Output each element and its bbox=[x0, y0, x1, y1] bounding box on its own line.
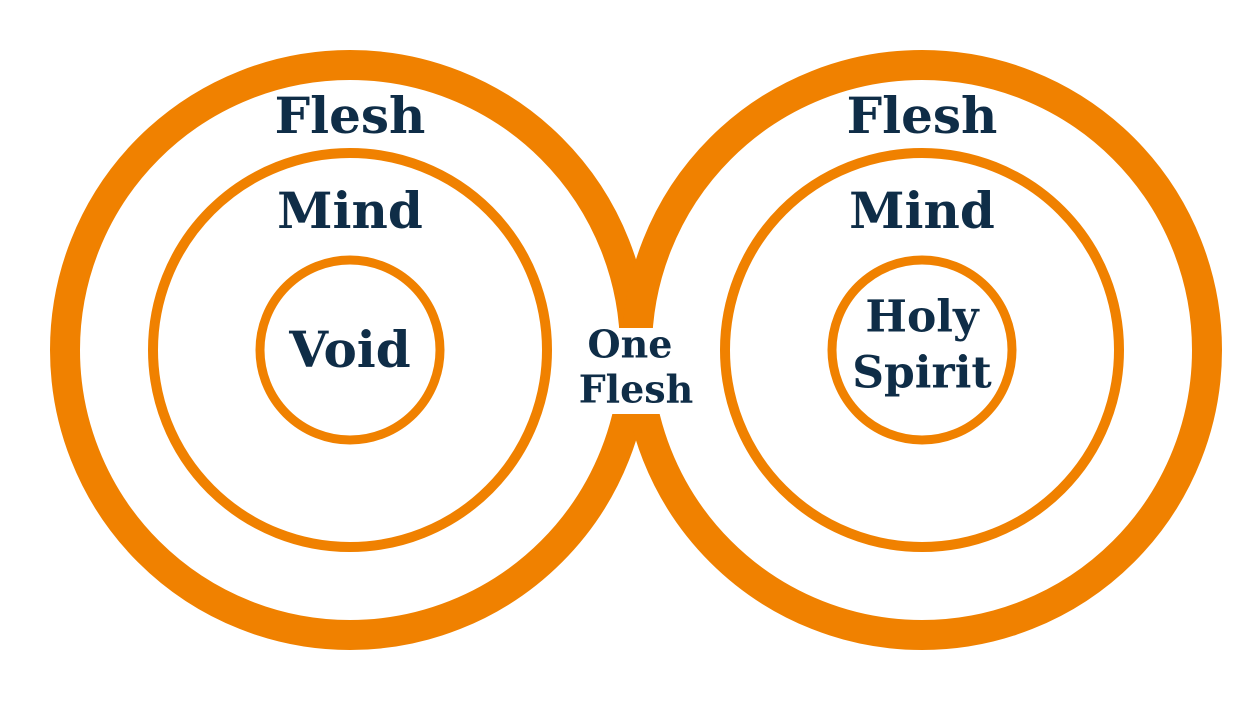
right-spirit-label: Spirit bbox=[852, 348, 992, 399]
right-mind-label: Mind bbox=[849, 181, 995, 240]
right-flesh-label: Flesh bbox=[847, 86, 998, 145]
center-overlap-patch bbox=[566, 328, 688, 414]
right-holy-label: Holy bbox=[865, 292, 980, 343]
left-mind-label: Mind bbox=[277, 181, 423, 240]
right-middle-ring bbox=[720, 148, 1124, 552]
one-flesh-label: Flesh bbox=[579, 367, 694, 412]
left-void-label: Void bbox=[288, 320, 411, 379]
one-label: One bbox=[588, 322, 673, 367]
left-inner-ring bbox=[255, 255, 445, 445]
left-middle-ring bbox=[148, 148, 552, 552]
right-inner-ring bbox=[827, 255, 1017, 445]
left-flesh-label: Flesh bbox=[275, 86, 426, 145]
